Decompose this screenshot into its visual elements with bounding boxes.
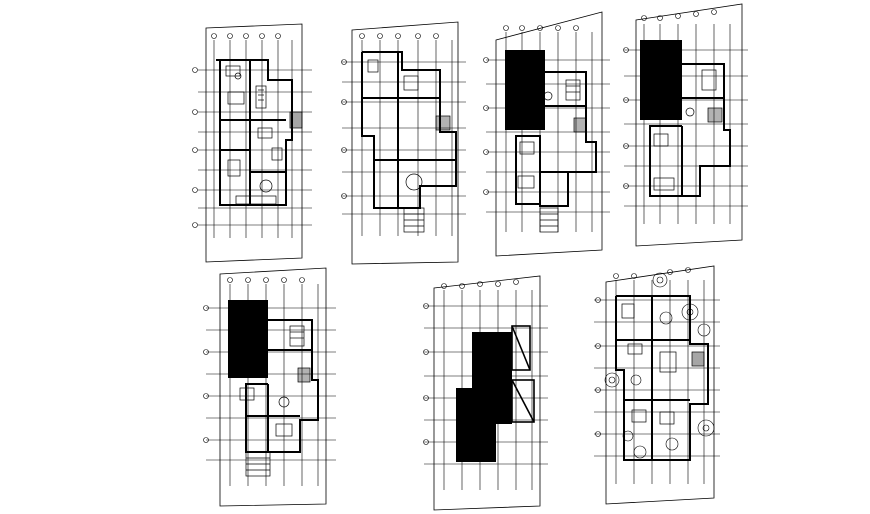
furniture — [517, 79, 587, 233]
walls — [615, 295, 709, 461]
plan-6 — [423, 275, 548, 511]
walls — [245, 319, 319, 453]
grid-bubbles — [203, 277, 305, 443]
walls — [649, 63, 731, 197]
plan-5 — [203, 267, 336, 507]
roof-block — [640, 40, 682, 120]
furniture — [621, 303, 705, 425]
furniture — [367, 59, 451, 233]
sheet-outline — [605, 265, 715, 505]
sheet-outline — [205, 23, 303, 263]
sheet-outline — [433, 275, 541, 511]
grid-lines — [198, 40, 312, 238]
walls — [216, 59, 293, 206]
furniture — [653, 69, 723, 191]
grid-bubbles — [595, 267, 691, 437]
furniture — [239, 325, 311, 477]
sheet-outline — [495, 11, 603, 257]
grid-bubbles — [623, 9, 717, 189]
furniture — [225, 65, 303, 205]
sheet-outline — [351, 21, 459, 265]
grid-bubbles — [423, 279, 519, 445]
plan-3 — [483, 11, 610, 257]
plan-7 — [594, 265, 720, 505]
plan-2 — [341, 21, 466, 265]
grid-lines — [594, 280, 720, 484]
roof-block — [456, 332, 512, 462]
grid-lines — [486, 32, 610, 232]
grid-bubbles — [341, 33, 439, 199]
sheet-outline — [219, 267, 327, 507]
grid-bubbles — [192, 33, 281, 228]
plan-4 — [623, 3, 748, 247]
roof-block — [228, 300, 268, 378]
sheet-outline — [635, 3, 743, 247]
plan-1 — [192, 23, 312, 263]
walls — [361, 51, 457, 209]
roof-block — [505, 50, 545, 130]
grid-bubbles — [483, 25, 579, 195]
walls — [511, 325, 535, 423]
grid-lines — [206, 284, 336, 486]
trees — [604, 272, 715, 459]
